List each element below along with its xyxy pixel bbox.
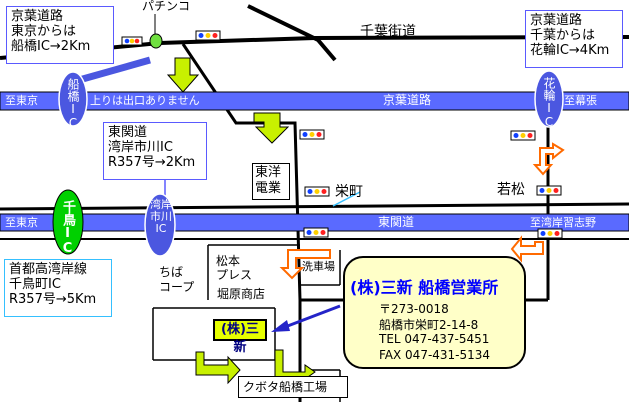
info-box-wangan: 東関道 湾岸市川IC R357号→2Km (103, 122, 207, 180)
higashi-kanto-edge-top (0, 202, 629, 211)
info-box-funabashi: 京葉道路 東京からは 船橋IC→2Km (6, 6, 114, 64)
ic-funabashi-label: 船橋IC (66, 78, 80, 130)
traffic-light-4 (304, 186, 330, 197)
toyo-line2: 電業 (255, 181, 282, 196)
shuto-line2: 千鳥町IC (9, 277, 61, 292)
leader-sakaecho (332, 191, 361, 207)
green-arrow-3 (195, 351, 241, 385)
access-road-funabashi (71, 56, 151, 86)
sakaecho-label: 栄町 (335, 184, 363, 200)
ic-wangan-label: 湾岸市川IC (150, 198, 172, 235)
matsumoto-line2: プレス (216, 268, 253, 282)
keiyo-expressway (0, 91, 629, 111)
company-postal: 〒273-0018 (379, 302, 449, 316)
keiyo-road-label: 京葉道路 (383, 93, 432, 107)
company-address: 船橋市栄町2-14-8 (379, 318, 479, 332)
kubota-label: クボタ船橋工場 (238, 376, 348, 398)
pachinko-label: パチンコ (142, 0, 191, 13)
company-tel: TEL 047-437-5451 (379, 332, 490, 346)
traffic-light-6 (510, 130, 536, 141)
to-makuhari: 至幕張 (564, 94, 597, 107)
wakamatsu-label: 若松 (497, 182, 525, 198)
company-fax: FAX 047-431-5134 (379, 348, 491, 362)
funabashi-line2: 東京からは (11, 24, 77, 39)
wangan-line3: R357号→2Km (108, 155, 196, 170)
wangan-line2: 湾岸市川IC (108, 140, 173, 155)
toyo-denki-label: 東洋 電業 (252, 163, 290, 200)
no-exit-label: 上りは出口ありません (90, 94, 200, 107)
to-tokyo-bottom: 至東京 (5, 216, 38, 229)
pointer-head (271, 320, 290, 332)
shuto-line3: R357号→5Km (9, 292, 97, 307)
traffic-light-2 (195, 30, 221, 41)
info-box-hanawa: 京葉道路 千葉からは 花輪IC→4Km (525, 10, 623, 68)
to-tokyo-top: 至東京 (5, 94, 38, 107)
wangan-line1: 東関道 (108, 125, 148, 140)
traffic-light-5 (303, 227, 329, 238)
green-arrow-1 (166, 57, 200, 93)
coop-line1: ちば (159, 265, 184, 279)
funabashi-line1: 京葉道路 (11, 9, 64, 24)
matsumoto-line1: 松本 (216, 254, 241, 268)
orange-arrow-2 (510, 235, 544, 263)
pointer-line (284, 304, 341, 329)
info-box-shuto: 首都高湾岸線 千鳥町IC R357号→5Km (4, 259, 112, 317)
road-upper-diag (247, 4, 337, 62)
green-arrow-4 (274, 349, 316, 381)
higashi-kanto-label: 東関道 (378, 215, 415, 229)
hanawa-line2: 千葉からは (530, 28, 596, 43)
funabashi-line3: 船橋IC→2Km (11, 39, 91, 54)
traffic-light-8 (537, 228, 563, 239)
sakahara-label: 堀原商店 (217, 287, 266, 301)
ic-oval-wangan (144, 193, 176, 257)
ic-hanawa-label: 花輪IC (542, 77, 556, 129)
orange-arrow-3 (279, 249, 331, 280)
traffic-light-1 (121, 36, 143, 46)
green-arrow-2 (253, 112, 290, 144)
shuto-line1: 首都高湾岸線 (9, 262, 88, 277)
hanawa-line3: 花輪IC→4Km (530, 43, 610, 58)
car-wash-label: 洗車場 (302, 260, 335, 273)
ic-oval-chidori (52, 189, 84, 255)
company-name: (株)三新 船橋営業所 (350, 278, 499, 297)
ic-chidori-label: 千鳥IC (60, 200, 75, 256)
pachinko-marker (149, 33, 163, 49)
traffic-light-3 (299, 129, 325, 140)
coop-line2: コープ (159, 280, 195, 294)
matsumoto-press-label: 松本 プレス (216, 254, 252, 282)
chiba-coop-label: ちば コープ (159, 265, 194, 295)
ic-oval-funabashi (58, 71, 88, 127)
chiba-kaido-label: 千葉街道 (360, 24, 416, 40)
company-callout: (株)三新 船橋営業所 〒273-0018 船橋市栄町2-14-8 TEL 04… (343, 256, 526, 369)
toyo-line1: 東洋 (255, 165, 282, 180)
traffic-light-7 (536, 185, 562, 196)
hanawa-line1: 京葉道路 (530, 13, 583, 28)
ic-oval-hanawa (534, 70, 564, 128)
sanshin-location: (株)三新 (213, 319, 267, 355)
orange-arrow-1 (532, 142, 565, 176)
to-narashino: 至湾岸習志野 (530, 216, 596, 229)
